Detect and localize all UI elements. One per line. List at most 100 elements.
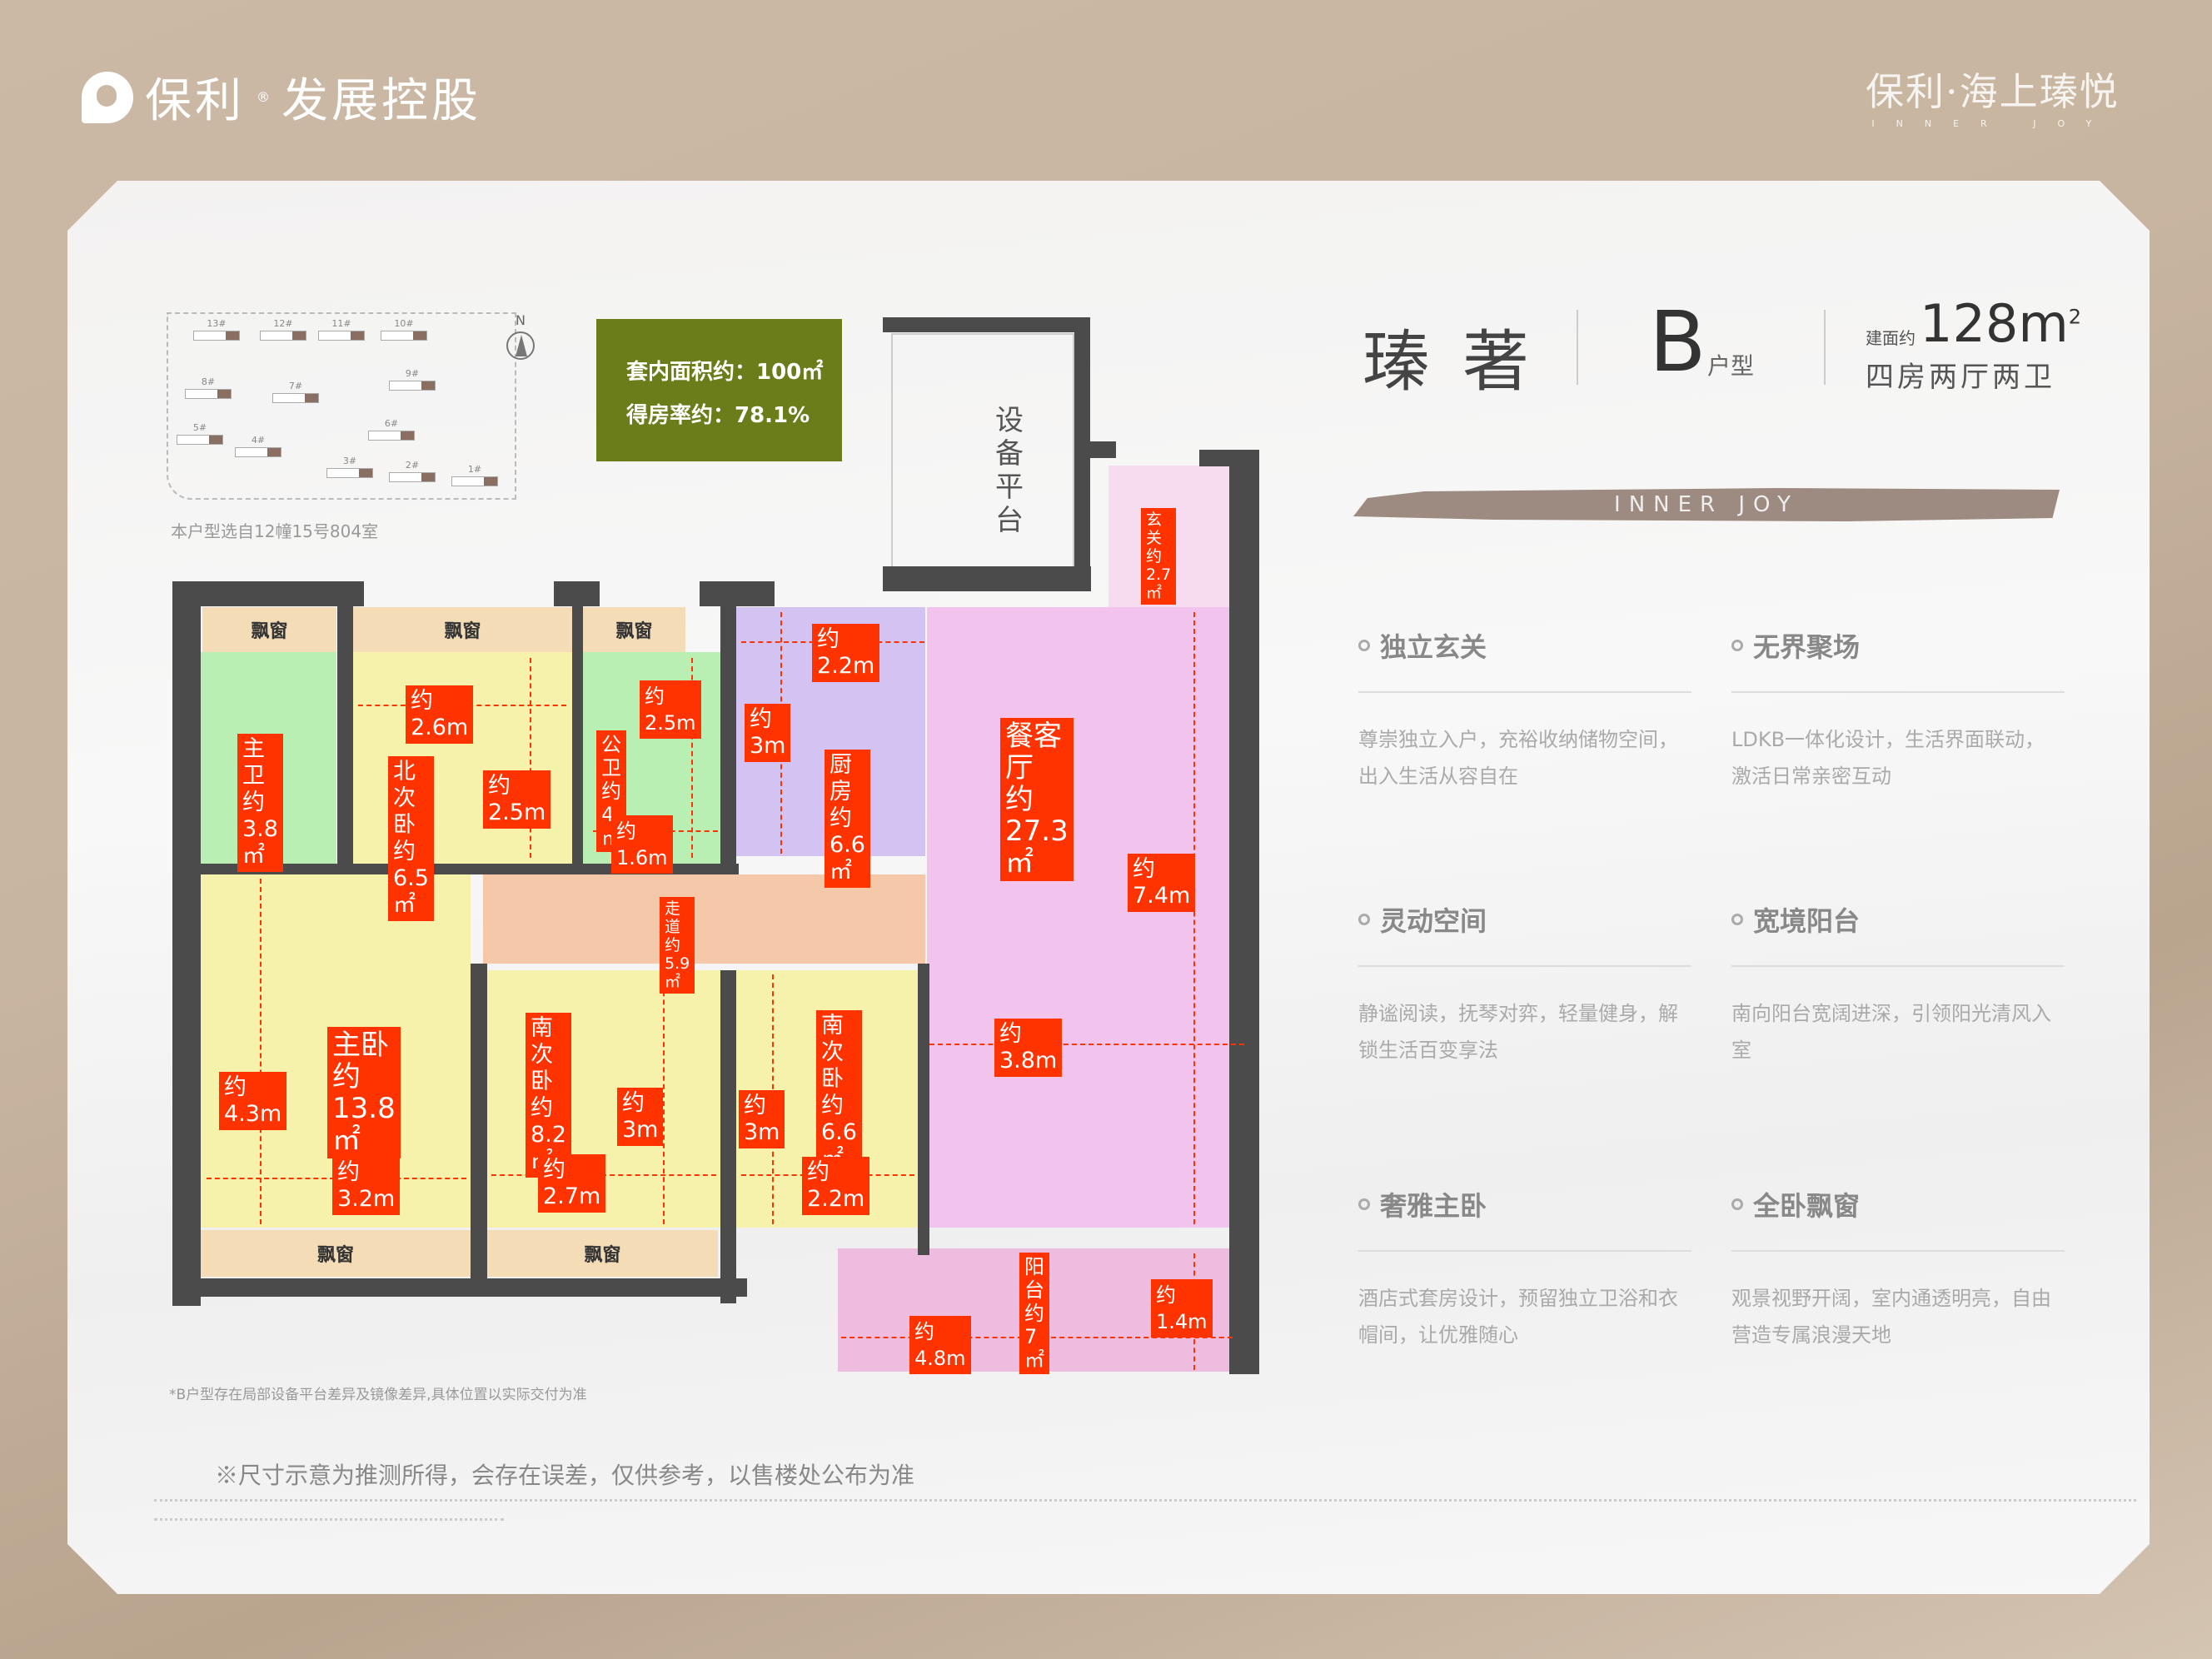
equipment-platform-label: 设备平台 (995, 404, 1024, 537)
disclaimer: ※尺寸示意为推测所得，会存在误差，仅供参考，以售楼处公布为准 (215, 1462, 915, 1489)
dimension-label: 约2.2m (802, 1157, 870, 1215)
living-dining-room (927, 607, 1246, 1228)
brand-sub: 发展控股 (281, 74, 481, 128)
corridor-label: 走道 约5.9㎡ (660, 897, 695, 994)
feature-item: 宽境阳台南向阳台宽阔进深，引领阳光清风入室 (1731, 900, 2065, 1069)
feature-title: 灵动空间 (1380, 905, 1487, 937)
dimension-label: 约2.5m (483, 770, 551, 829)
dimension-label: 约4.8m (909, 1316, 971, 1374)
area-value: 128m2 (1920, 293, 2081, 354)
building-label: 12# (273, 318, 293, 329)
bullet-icon (1731, 640, 1743, 651)
building-label: 10# (394, 318, 414, 329)
bay-window: 飘窗 (583, 607, 685, 652)
building-label: 5# (192, 422, 207, 433)
feature-desc: 观景视野开阔，室内通透明亮，自由营造专属浪漫天地 (1731, 1287, 2051, 1347)
south-bedroom-2-label: 南次卧 约6.6㎡ (816, 1010, 862, 1175)
equipment-platform (891, 333, 1074, 575)
bullet-icon (1358, 1198, 1370, 1210)
north-arrow-icon (506, 331, 535, 360)
developer-logo: 保利 ® 发展控股 (82, 63, 481, 131)
dimension-label: 约3m (745, 704, 791, 762)
feature-desc: 静谧阅读，抚琴对弈，轻量健身，解锁生活百变享法 (1358, 1002, 1678, 1062)
feature-item: 灵动空间静谧阅读，抚琴对弈，轻量健身，解锁生活百变享法 (1358, 900, 1691, 1069)
registered-mark: ® (257, 89, 270, 105)
bay-window: 飘窗 (353, 607, 572, 652)
feature-desc: 酒店式套房设计，预留独立卫浴和衣帽间，让优雅随心 (1358, 1287, 1678, 1347)
unit-type-suffix: 户型 (1707, 352, 1755, 380)
project-logo: 保利·海上瑧悦 INNER JOY (1866, 62, 2120, 129)
bay-window: 飘窗 (201, 1230, 471, 1277)
bullet-icon (1358, 914, 1370, 925)
unit-type-letter: B (1649, 293, 1706, 391)
compass: N (504, 312, 537, 371)
feature-item: 独立玄关尊崇独立入户，充裕收纳储物空间，出入生活从容自在 (1358, 626, 1691, 795)
poly-logo-icon (82, 71, 133, 123)
efficiency-rate: 得房率约：78.1% (626, 403, 810, 428)
building-label: 9# (405, 368, 420, 379)
living-room-label: 餐客厅 约27.3㎡ (1000, 718, 1074, 881)
plan-note: *B户型存在局部设备平台差异及镜像差异,具体位置以实际交付为准 (169, 1387, 587, 1403)
slogan-banner: INNER JOY (1353, 488, 2060, 521)
project-sub: INNER JOY (1871, 118, 2114, 129)
corridor (483, 874, 925, 964)
feature-item: 全卧飘窗观景视野开阔，室内通透明亮，自由营造专属浪漫天地 (1731, 1185, 2065, 1353)
divider (1824, 310, 1826, 385)
kitchen-label: 厨房约 6.6㎡ (825, 750, 870, 888)
feature-item: 无界聚场 LDKB一体化设计，生活界面联动，激活日常亲密互动 (1731, 626, 2065, 795)
fine-print (154, 1518, 504, 1521)
area-unit-sup: 2 (2068, 305, 2082, 329)
area-prefix: 建面约 (1866, 328, 1916, 348)
dimension-label: 约3.8m (994, 1019, 1063, 1077)
bay-window: 飘窗 (487, 1230, 718, 1277)
building-label: 2# (405, 460, 420, 471)
unit-name: 瑧著 (1363, 323, 1562, 401)
building-label: 1# (467, 464, 482, 475)
dimension-label: 约2.7m (538, 1154, 606, 1213)
feature-title: 奢雅主卧 (1380, 1190, 1487, 1222)
project-name: 保利·海上瑧悦 (1866, 69, 2120, 114)
north-bedroom-label: 北次卧 约6.5㎡ (388, 756, 434, 921)
master-bedroom-label: 主卧约 13.8㎡ (327, 1027, 401, 1158)
feature-title: 独立玄关 (1380, 631, 1487, 663)
divider (1577, 310, 1578, 385)
north-label: N (516, 312, 526, 328)
dimension-label: 约3.2m (332, 1157, 401, 1215)
dimension-label: 约1.4m (1151, 1279, 1213, 1338)
south-bedroom-1-label: 南次卧 约8.2㎡ (526, 1013, 571, 1178)
bullet-icon (1731, 914, 1743, 925)
site-plan: 13# 12# 11# 10# 8# 7# 9# 6# 5# 4# 3# 2# … (167, 312, 516, 500)
building-label: 7# (288, 381, 303, 391)
building-label: 13# (207, 318, 227, 329)
summary-box: 套内面积约：100㎡ 得房率约：78.1% (596, 319, 842, 461)
building-label: 4# (251, 435, 266, 446)
area-number: 128m (1920, 293, 2069, 354)
building-label: 3# (342, 456, 357, 466)
feature-desc: LDKB一体化设计，生活界面联动，激活日常亲密互动 (1731, 728, 2045, 788)
feature-title: 全卧飘窗 (1753, 1190, 1861, 1222)
master-bath-label: 主卫约 3.8㎡ (237, 734, 283, 872)
feature-item: 奢雅主卧酒店式套房设计，预留独立卫浴和衣帽间，让优雅随心 (1358, 1185, 1691, 1353)
feature-title: 无界聚场 (1753, 631, 1861, 663)
dimension-label: 约7.4m (1128, 854, 1196, 912)
fine-print (154, 1499, 2136, 1502)
bullet-icon (1731, 1198, 1743, 1210)
foyer-label: 玄关约 2.7㎡ (1141, 508, 1177, 605)
building-label: 8# (201, 376, 216, 387)
brand-name: 保利 (145, 74, 245, 128)
feature-desc: 尊崇独立入户，充裕收纳储物空间，出入生活从容自在 (1358, 728, 1678, 788)
unit-source-caption: 本户型选自12幢15号804室 (171, 521, 379, 541)
dimension-label: 约2.6m (406, 685, 474, 744)
feature-title: 宽境阳台 (1753, 905, 1861, 937)
bay-window: 飘窗 (202, 607, 336, 652)
dimension-label: 约4.3m (219, 1072, 287, 1130)
dimension-label: 约3m (739, 1090, 785, 1148)
north-bedroom (353, 652, 572, 864)
feature-desc: 南向阳台宽阔进深，引领阳光清风入室 (1731, 1002, 2051, 1062)
inner-area: 套内面积约：100㎡ (626, 360, 824, 385)
balcony-label: 阳台约 7㎡ (1019, 1253, 1049, 1374)
dimension-label: 约2.5m (640, 680, 701, 739)
building-label: 6# (384, 418, 399, 429)
room-layout: 四房两厅两卫 (1866, 361, 2055, 394)
building-label: 11# (331, 318, 351, 329)
